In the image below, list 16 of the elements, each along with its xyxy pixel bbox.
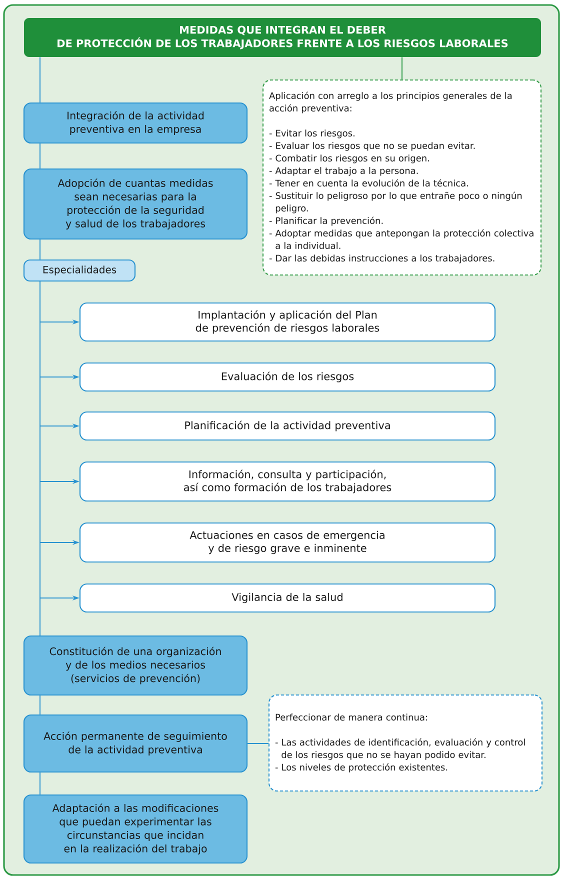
note-box: Perfeccionar de manera continua: - Las actividades de identificación, evaluación y control de los riesgos que no se hayan podido evitar. - Los niveles de protección existentes. — [268, 694, 543, 792]
item-box: Implantación y aplicación del Plan de prevención de riesgos laborales — [79, 302, 496, 342]
process-box: Adaptación a las modificaciones que puedan experimentar las circunstancias que incidan en la realización del trabajo — [23, 794, 248, 864]
category-tag: Especialidades — [23, 259, 136, 282]
note-box: Aplicación con arreglo a los principios generales de la acción preventiva: - Evitar los riesgos. - Evaluar los riesgos que no se puedan evitar. - Combatir los riesgos en su origen. - Adaptar el trabajo a la persona. - Tener en cuenta la evolución de la técnica. - Sustituir lo peligroso por lo que entrañe poco o ningún peligro. - Planificar la prevención. - Adoptar medidas que antepongan la protección colectiva a la individual. - Dar las debidas instrucciones a los trabajadores. — [262, 79, 542, 276]
item-box: Actuaciones en casos de emergencia y de riesgo grave e inminente — [79, 522, 496, 563]
item-box: Planificación de la actividad preventiva — [79, 411, 496, 441]
item-box: Información, consulta y participación, así como formación de los trabajadores — [79, 461, 496, 502]
process-box: Integración de la actividad preventiva en la empresa — [23, 102, 248, 144]
process-box: Constitución de una organización y de los medios necesarios (servicios de prevención) — [23, 635, 248, 696]
process-box: Acción permanente de seguimiento de la actividad preventiva — [23, 714, 248, 773]
connector-line — [247, 743, 269, 744]
item-box: Vigilancia de la salud — [79, 583, 496, 613]
header-banner: MEDIDAS QUE INTEGRAN EL DEBER DE PROTECCIÓN DE LOS TRABAJADORES FRENTE A LOS RIESGOS LABORALES — [24, 18, 541, 57]
item-box: Evaluación de los riesgos — [79, 362, 496, 392]
process-box: Adopción de cuantas medidas sean necesarias para la protección de la seguridad y salud de los trabajadores — [23, 168, 248, 240]
